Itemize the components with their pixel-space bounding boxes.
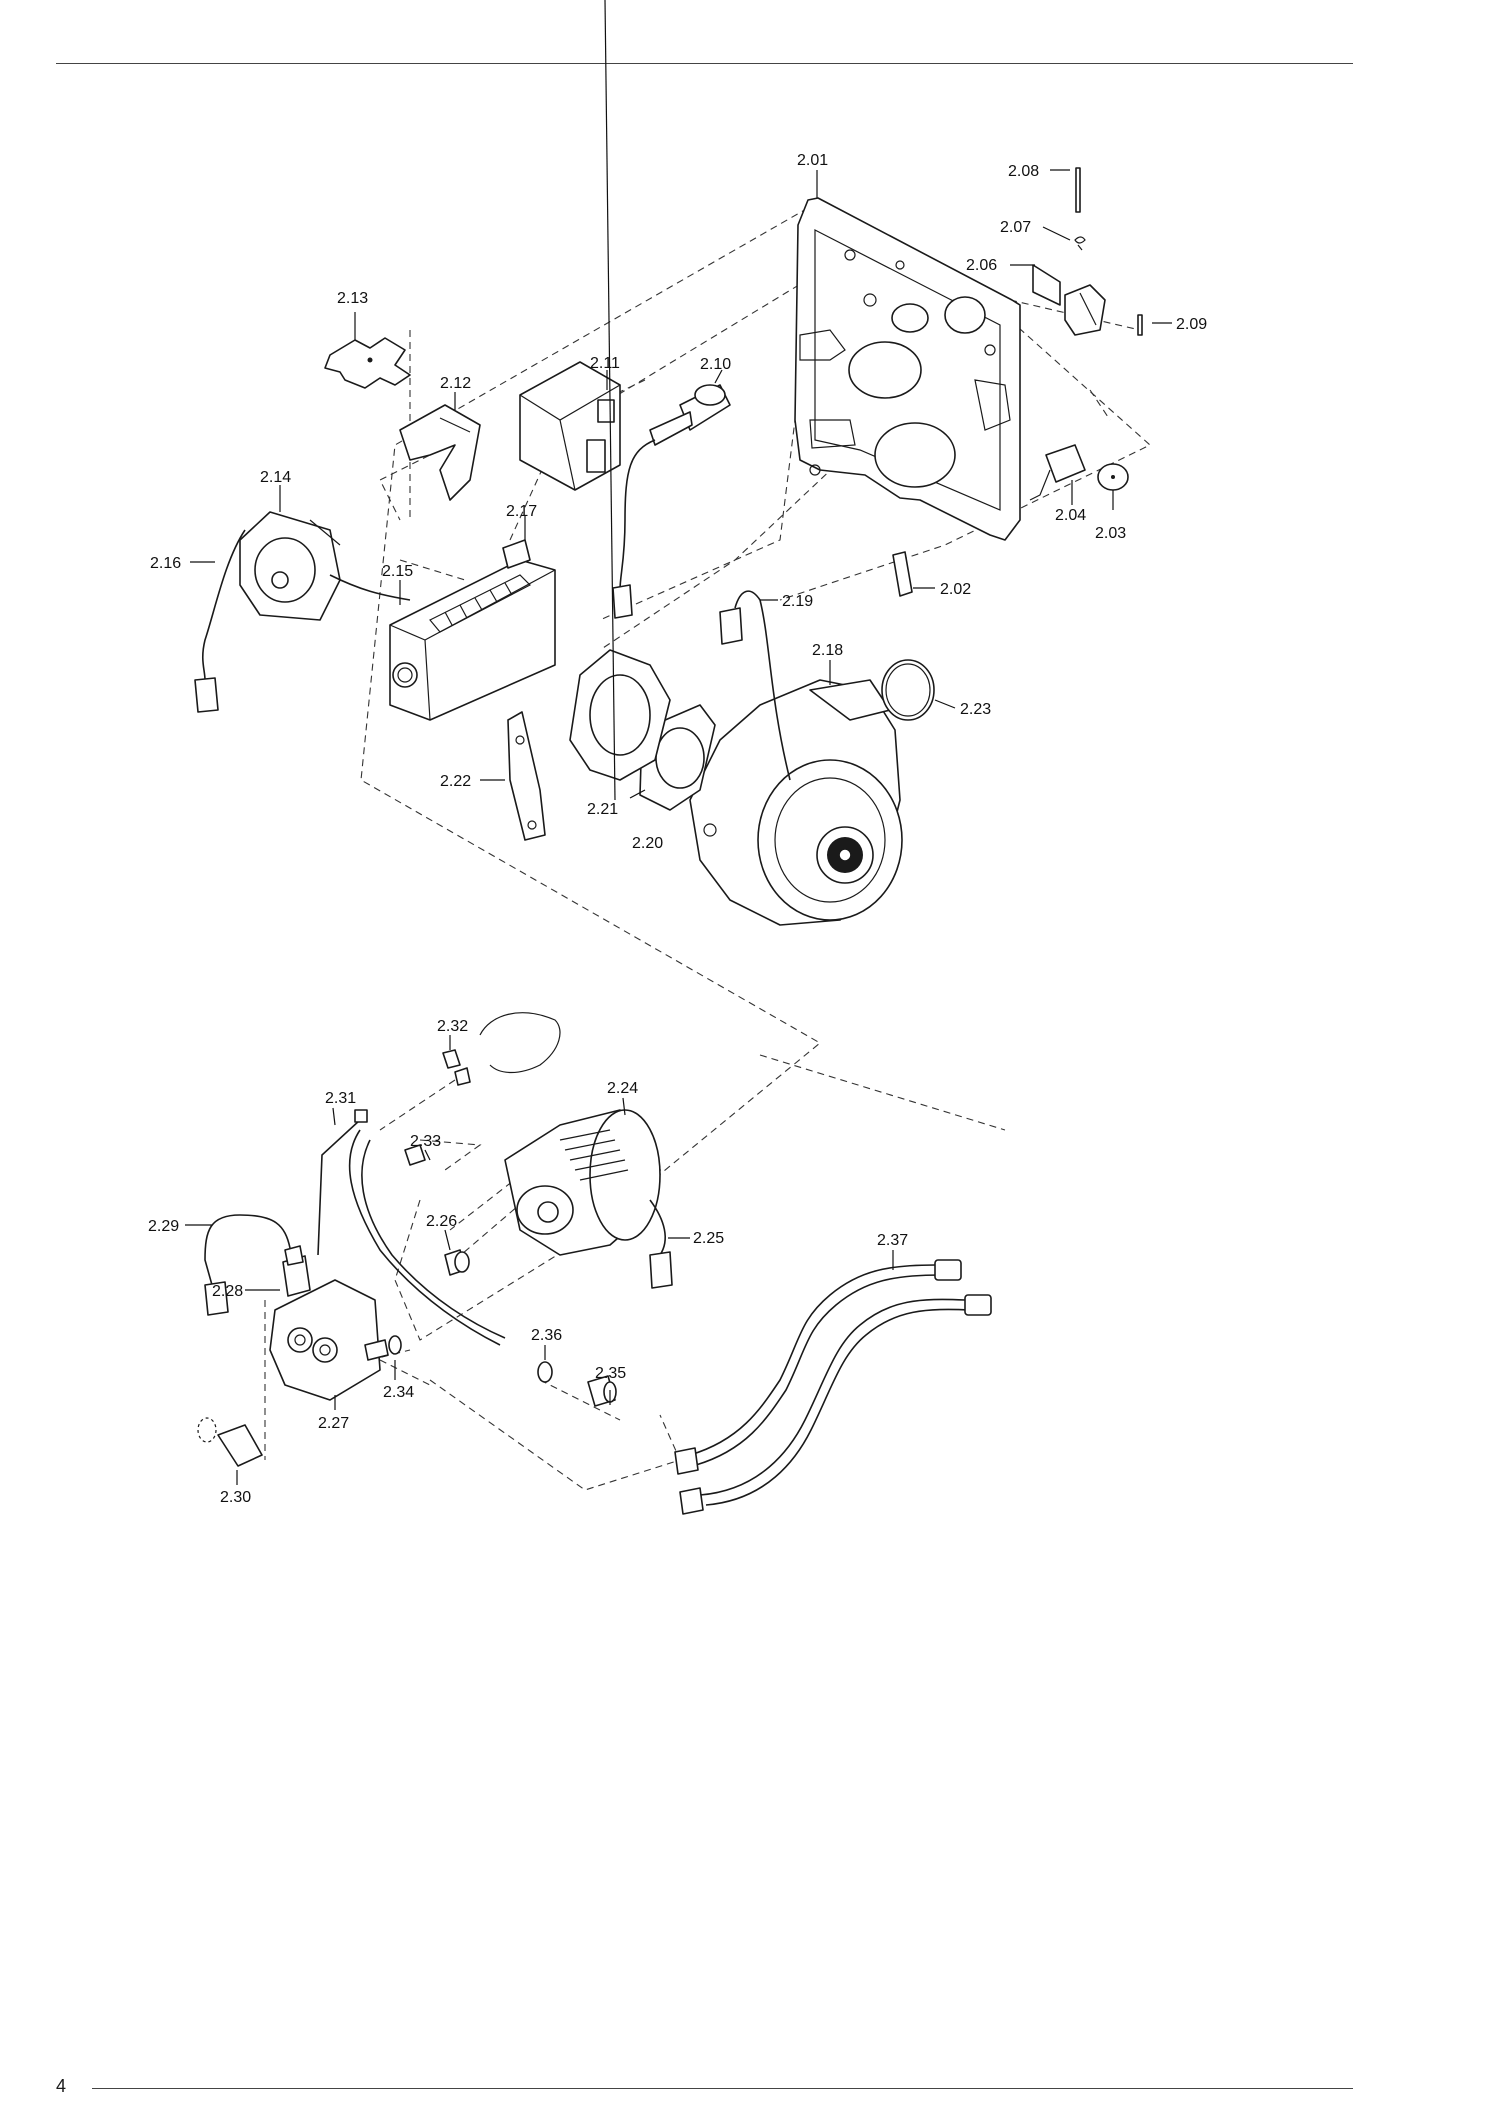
coupling-part (444, 1249, 470, 1276)
label-2-06: 2.06 (966, 257, 997, 274)
burner-motor-part (504, 1109, 673, 1289)
seal-ring-part (388, 1335, 402, 1355)
fan-cable-part (719, 590, 791, 781)
label-2-34: 2.34 (383, 1384, 414, 1401)
label-2-17: 2.17 (506, 503, 537, 520)
label-2-26: 2.26 (426, 1213, 457, 1230)
label-2-18: 2.18 (812, 642, 843, 659)
base-plate-part (794, 197, 1021, 541)
clip-part (892, 551, 913, 597)
mounting-plate-part (324, 337, 411, 389)
control-box-part (389, 539, 556, 721)
nozzle-line-part (317, 1109, 368, 1256)
label-2-10: 2.10 (700, 356, 731, 373)
flange-gasket-part (569, 649, 671, 781)
label-2-19: 2.19 (782, 593, 813, 610)
ring-part (537, 1361, 553, 1383)
label-2-21: 2.21 (587, 801, 618, 818)
label-2-14: 2.14 (260, 469, 291, 486)
disc-part (1097, 463, 1129, 491)
hinge-part (1032, 264, 1106, 336)
label-2-28: 2.28 (212, 1283, 243, 1300)
solenoid-valve-part (282, 1245, 311, 1297)
photocell-part (612, 384, 731, 619)
nipple-part (587, 1375, 617, 1407)
label-2-36: 2.36 (531, 1327, 562, 1344)
label-2-08: 2.08 (1008, 163, 1039, 180)
fan-motor-part (194, 511, 411, 713)
label-2-24: 2.24 (607, 1080, 638, 1097)
label-2-02: 2.02 (940, 581, 971, 598)
pin-part (1075, 167, 1081, 213)
label-2-22: 2.22 (440, 773, 471, 790)
hose-line-part (348, 1129, 506, 1346)
label-2-31: 2.31 (325, 1090, 356, 1107)
label-2-37: 2.37 (877, 1232, 908, 1249)
label-2-32: 2.32 (437, 1018, 468, 1035)
label-2-12: 2.12 (440, 375, 471, 392)
label-2-35: 2.35 (595, 1365, 626, 1382)
o-ring-part (881, 659, 935, 721)
label-2-09: 2.09 (1176, 316, 1207, 333)
label-2-04: 2.04 (1055, 507, 1086, 524)
label-2-13: 2.13 (337, 290, 368, 307)
label-2-33: 2.33 (410, 1133, 441, 1150)
leader-lines (185, 0, 1172, 1485)
page-number: 4 (56, 2076, 67, 2096)
label-2-07: 2.07 (1000, 219, 1031, 236)
label-2-01: 2.01 (797, 152, 828, 169)
oil-pump-part (269, 1279, 389, 1401)
label-2-25: 2.25 (693, 1230, 724, 1247)
label-2-29: 2.29 (148, 1218, 179, 1235)
label-2-11: 2.11 (590, 355, 620, 372)
spring-part (1074, 236, 1086, 251)
nozzle-part (442, 1012, 561, 1086)
switch-part (1029, 444, 1086, 501)
bracket-part (399, 404, 481, 501)
label-2-03: 2.03 (1095, 525, 1126, 542)
top-rule (56, 63, 1353, 64)
part-labels: 2.01 2.02 2.03 2.04 2.06 2.07 2.08 2.09 … (148, 152, 1207, 1506)
valve-cable-part (204, 1214, 291, 1316)
label-2-20: 2.20 (632, 835, 663, 852)
label-2-16: 2.16 (150, 555, 181, 572)
label-2-15: 2.15 (382, 563, 413, 580)
label-2-23: 2.23 (960, 701, 991, 718)
lever-arm-part (507, 711, 546, 841)
label-2-27: 2.27 (318, 1415, 349, 1432)
ignition-transformer-part (519, 361, 621, 491)
terminal-strip (429, 574, 532, 633)
fan-housing-part (689, 679, 903, 926)
oil-hoses-part (674, 1259, 992, 1515)
label-2-30: 2.30 (220, 1489, 251, 1506)
small-pin-part (1137, 314, 1143, 336)
bottom-rule (92, 2088, 1353, 2089)
oil-filter-part (197, 1417, 263, 1467)
